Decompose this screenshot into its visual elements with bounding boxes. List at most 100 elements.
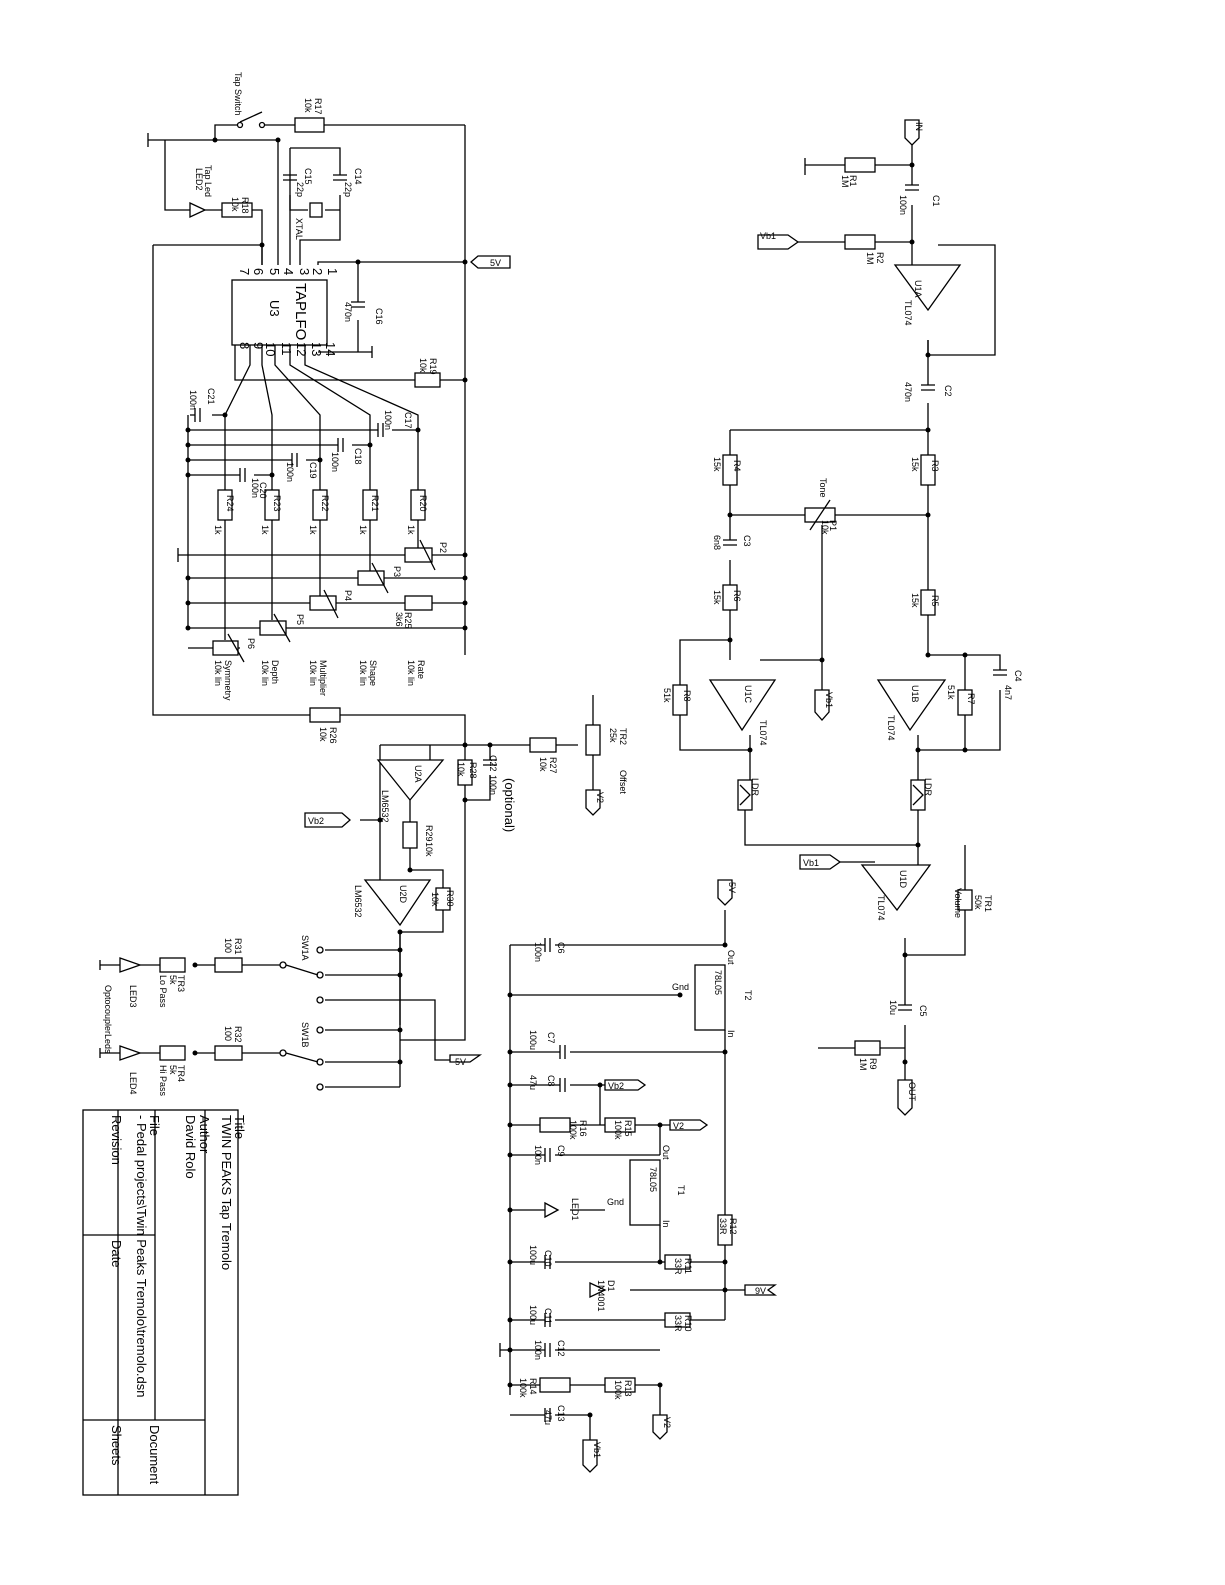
svg-text:C9: C9 [556, 1145, 566, 1157]
svg-text:U1B: U1B [910, 685, 920, 703]
svg-text:P4: P4 [343, 590, 353, 601]
tr1 [957, 889, 973, 911]
svg-text:C5: C5 [918, 1005, 928, 1017]
svg-text:1k: 1k [213, 525, 223, 535]
r17 [294, 117, 325, 133]
svg-text:Vb2: Vb2 [608, 1081, 624, 1091]
svg-text:P6: P6 [246, 638, 256, 649]
u1b-opamp [876, 679, 947, 732]
svg-text:R21: R21 [370, 495, 380, 512]
t2-regulator [694, 964, 726, 1031]
svg-text:100k: 100k [518, 1378, 528, 1398]
svg-text:Symmetry: Symmetry [223, 660, 233, 701]
svg-text:V2: V2 [662, 1417, 672, 1428]
svg-text:Tap Switch: Tap Switch [233, 72, 243, 116]
svg-text:TR3: TR3 [176, 975, 186, 992]
svg-text:C21: C21 [206, 388, 216, 405]
svg-text:1N4001: 1N4001 [596, 1280, 606, 1312]
svg-text:10k: 10k [820, 520, 830, 535]
u1a-opamp [893, 264, 962, 312]
r12 [717, 1214, 733, 1246]
svg-text:R1: R1 [848, 175, 858, 187]
led4 [119, 1045, 142, 1061]
svg-text:LM6532: LM6532 [380, 790, 390, 823]
svg-text:R14: R14 [528, 1378, 538, 1395]
svg-text:47u: 47u [528, 1075, 538, 1090]
svg-text:22p: 22p [295, 182, 305, 197]
u3-name: TAPLFO [292, 283, 309, 340]
svg-text:R31: R31 [233, 938, 243, 955]
svg-text:1k: 1k [260, 525, 270, 535]
audio-wires [679, 140, 1001, 1080]
svg-text:10k: 10k [230, 197, 240, 212]
tb-title: TWIN PEAKS Tap Tremolo [219, 1115, 234, 1270]
led3 [119, 957, 142, 973]
svg-text:R28: R28 [468, 762, 478, 779]
svg-text:9V: 9V [755, 1286, 766, 1296]
svg-text:3: 3 [297, 268, 312, 275]
svg-text:10k lin: 10k lin [213, 660, 223, 686]
svg-text:51k: 51k [662, 688, 672, 703]
tb-title-label: Title [232, 1115, 247, 1139]
r14 [539, 1377, 571, 1393]
svg-text:1k: 1k [406, 525, 416, 535]
tb-document-label: Document [147, 1425, 162, 1485]
svg-text:100u: 100u [528, 1245, 538, 1265]
svg-text:C10: C10 [543, 1250, 553, 1267]
svg-text:Vb1: Vb1 [824, 692, 834, 708]
r8 [672, 684, 688, 716]
svg-text:15k: 15k [712, 590, 722, 605]
ldr-1 [737, 779, 753, 811]
svg-text:15k: 15k [712, 457, 722, 472]
svg-text:C8: C8 [546, 1075, 556, 1087]
svg-text:10k: 10k [430, 892, 440, 907]
r30 [435, 887, 451, 911]
svg-text:C6: C6 [556, 942, 566, 954]
svg-text:LED1: LED1 [570, 1198, 580, 1221]
svg-text:22p: 22p [343, 182, 353, 197]
capacitors [194, 174, 1007, 1422]
u1d-opamp [860, 864, 932, 912]
svg-text:470n: 470n [343, 302, 353, 322]
svg-text:5k: 5k [168, 1065, 178, 1075]
svg-text:100n: 100n [330, 452, 340, 472]
svg-text:10k lin: 10k lin [406, 660, 416, 686]
svg-text:1k: 1k [308, 525, 318, 535]
r29 [402, 821, 418, 849]
svg-text:C15: C15 [303, 168, 313, 185]
svg-text:C20: C20 [258, 482, 268, 499]
svg-text:10u: 10u [888, 1000, 898, 1015]
text-layer: Title TWIN PEAKS Tap Tremolo Author Davi… [103, 72, 1023, 1485]
svg-text:33R: 33R [673, 1315, 683, 1332]
svg-text:U2D: U2D [398, 885, 408, 904]
junctions [185, 137, 968, 1418]
svg-text:LDR: LDR [750, 778, 760, 797]
svg-text:TL074: TL074 [886, 715, 896, 741]
r26 [309, 707, 341, 723]
svg-text:R29: R29 [424, 825, 434, 842]
u2d-opamp [363, 879, 432, 927]
svg-text:Rate: Rate [416, 660, 426, 679]
r11 [664, 1254, 691, 1270]
svg-text:C2: C2 [943, 385, 953, 397]
svg-text:10k: 10k [318, 727, 328, 742]
svg-text:R7: R7 [966, 693, 976, 705]
svg-text:7: 7 [237, 268, 252, 275]
svg-text:U1C: U1C [743, 685, 753, 704]
svg-text:TL074: TL074 [758, 720, 768, 746]
svg-text:OUT: OUT [907, 1082, 917, 1102]
svg-text:Out: Out [726, 950, 736, 965]
svg-text:Tone: Tone [818, 478, 828, 498]
svg-text:100k: 100k [568, 1120, 578, 1140]
p6 [212, 640, 239, 656]
r20 [410, 489, 426, 521]
svg-text:U1A: U1A [913, 280, 923, 298]
svg-text:51k: 51k [946, 685, 956, 700]
svg-text:12: 12 [294, 342, 309, 356]
r25 [404, 595, 433, 611]
svg-text:Gnd: Gnd [672, 982, 689, 992]
svg-text:T2: T2 [743, 990, 753, 1001]
svg-text:2: 2 [310, 268, 325, 275]
svg-text:Shape: Shape [368, 660, 378, 686]
